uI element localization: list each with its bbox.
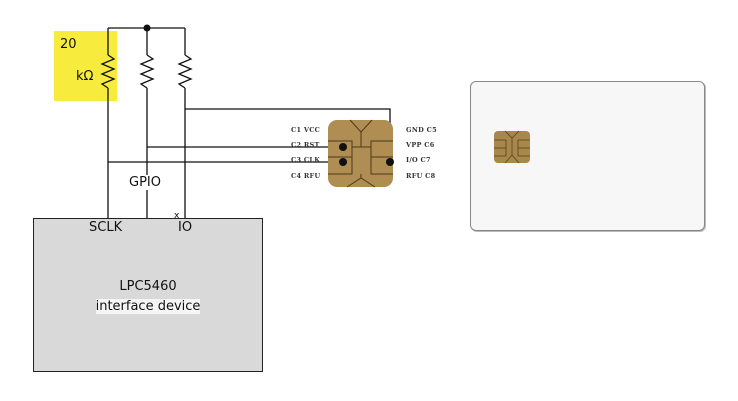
pin-label-c3: C3 CLK (291, 156, 321, 164)
resistor-left (100, 28, 116, 218)
resistor-right (177, 28, 193, 218)
pin-label-c6: VPP C6 (406, 141, 435, 149)
card-chip-small (494, 130, 530, 164)
io-pin-label: IO (178, 220, 193, 235)
io-contact-dot (386, 158, 394, 166)
lpc5460-device-block: LPC5460 interface device (33, 218, 263, 372)
pin-label-c7: I/O C7 (406, 156, 431, 164)
sclk-pin-label: SCLK (89, 220, 123, 235)
io-pin-marker: x (174, 211, 180, 221)
contact-chip-large (328, 119, 394, 188)
device-subtitle: interface device (95, 299, 201, 314)
pin-label-c8: RFU C8 (406, 172, 436, 180)
resistor-middle (139, 28, 155, 218)
resistor-value: 20 (60, 37, 77, 52)
resistor-unit: kΩ (76, 69, 94, 84)
pin-label-c1: C1 VCC (291, 126, 321, 134)
clk-contact-dot (339, 158, 347, 166)
pin-label-c2: C2 RST (291, 141, 320, 149)
pin-label-c5: GND C5 (406, 126, 437, 134)
pin-label-c4: C4 RFU (291, 172, 321, 180)
gpio-label: GPIO (129, 175, 161, 190)
device-title: LPC5460 (119, 279, 177, 294)
rst-contact-dot (339, 143, 347, 151)
